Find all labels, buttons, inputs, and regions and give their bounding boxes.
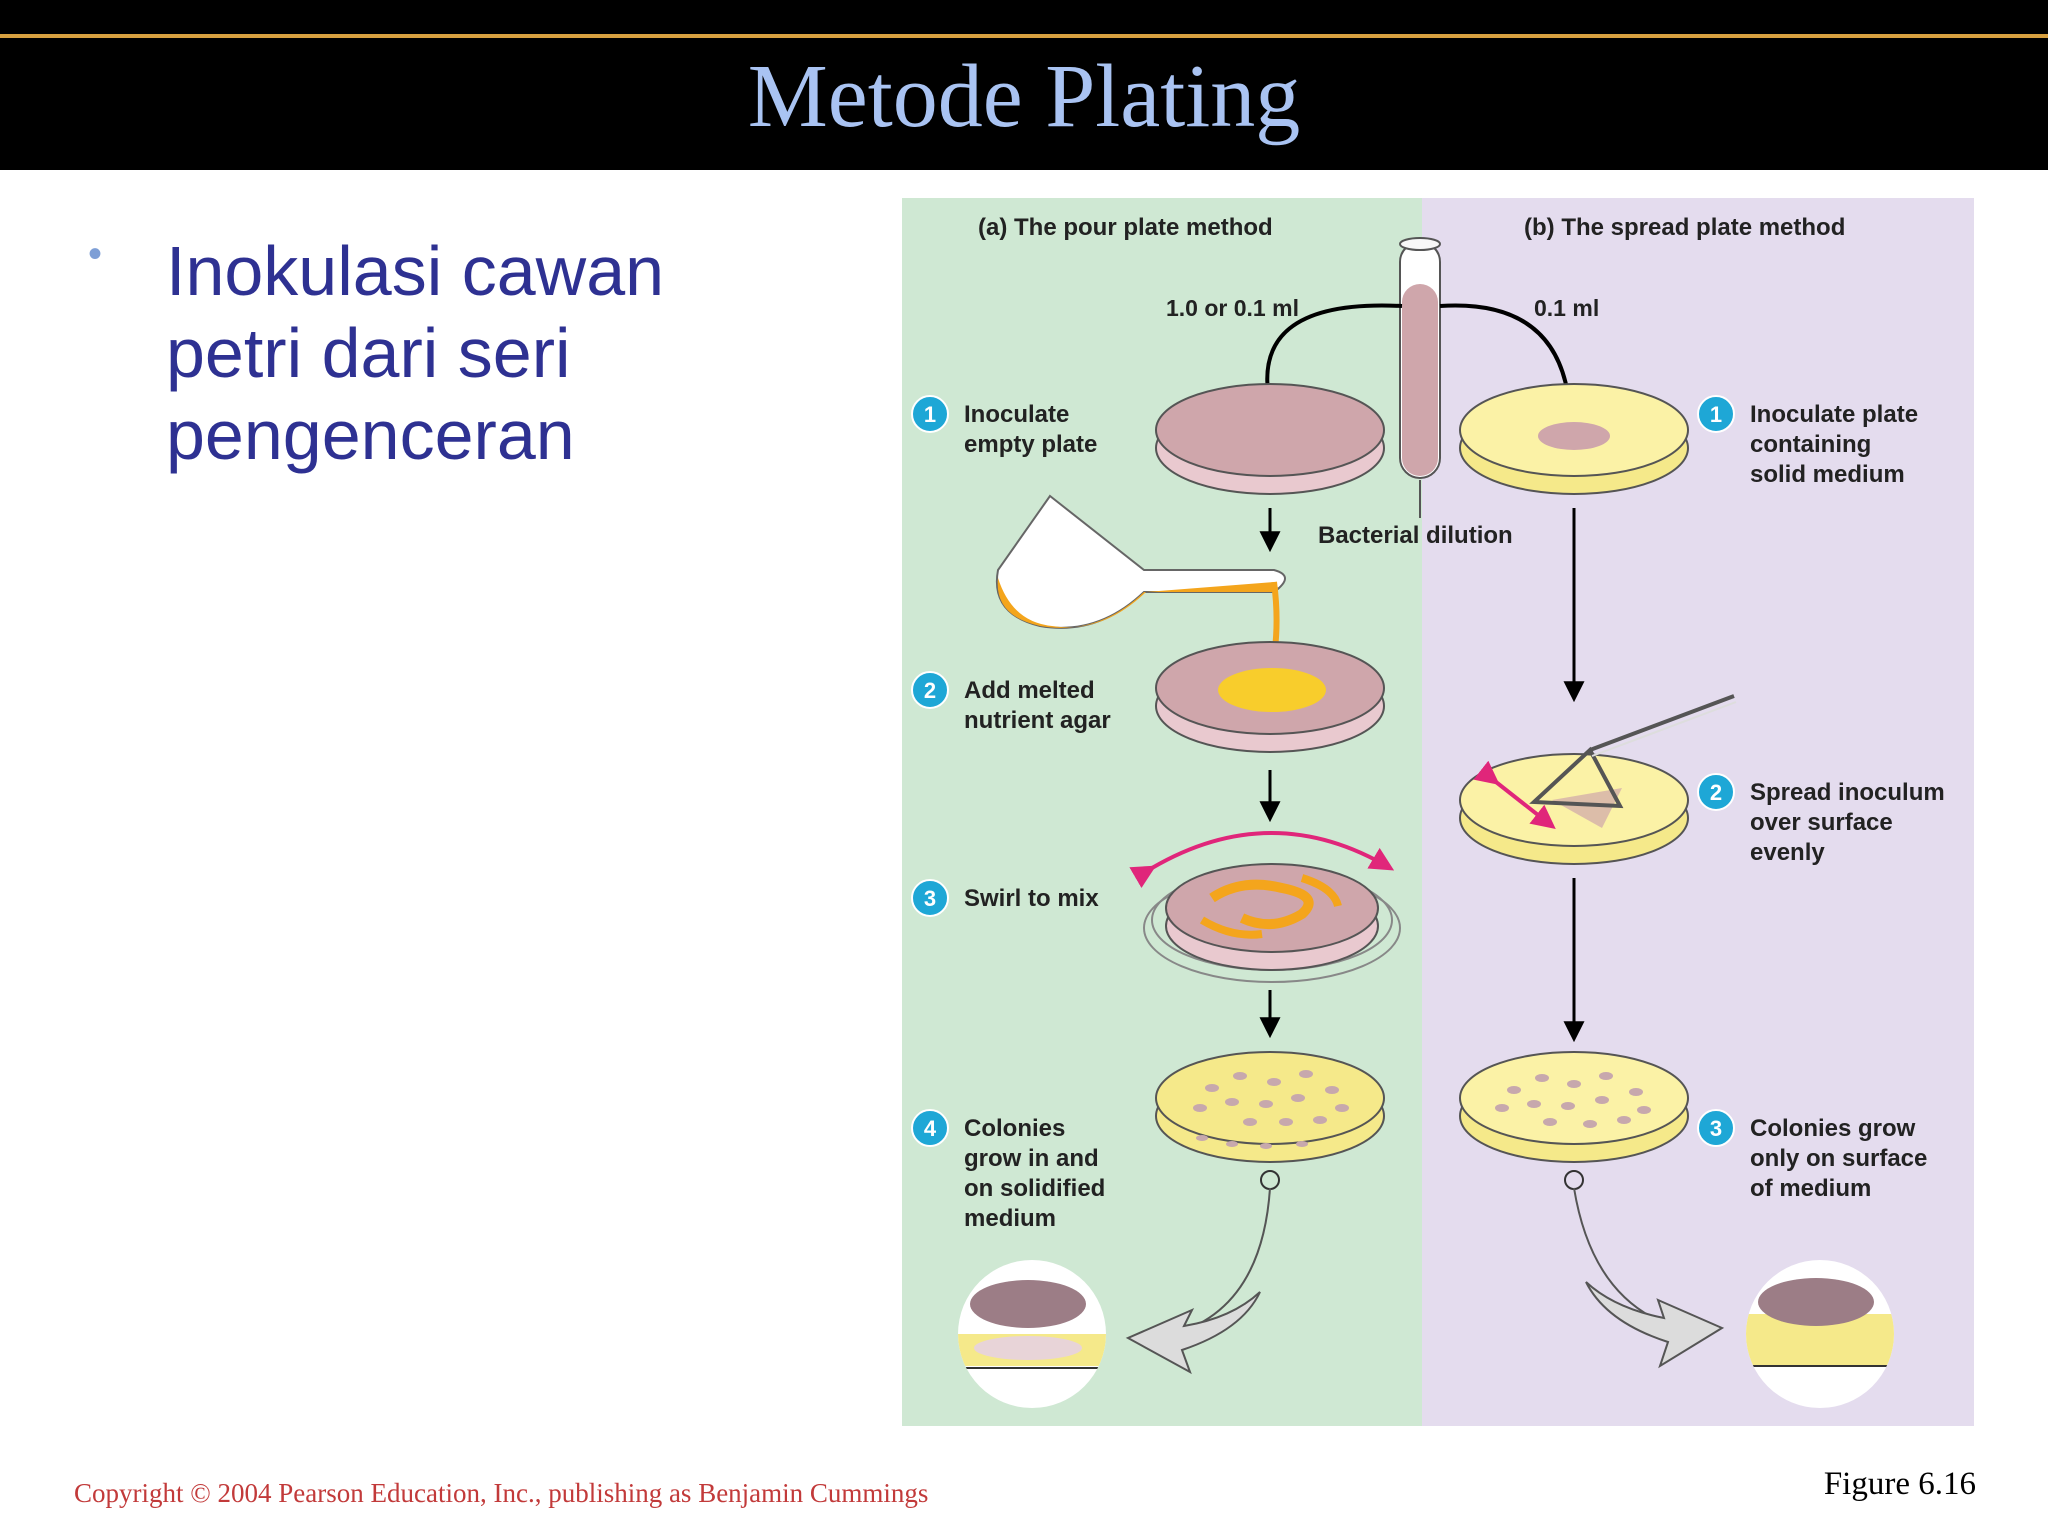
svg-text:3: 3 — [1710, 1116, 1722, 1141]
figure-number: Figure 6.16 — [1823, 1466, 1976, 1502]
spread-title: (b) The spread plate method — [1524, 214, 1845, 241]
pour-step-3-badge: 3 — [911, 879, 949, 917]
plating-figure: (a) The pour plate method (b) The spread… — [902, 198, 1974, 1426]
pour-step-1-badge: 1 — [911, 395, 949, 433]
pour-panel-bg — [902, 198, 1422, 1426]
spread-volume-label: 0.1 ml — [1534, 295, 1599, 321]
spread-zoom-detail — [1746, 1260, 1894, 1408]
spread-step-1-badge: 1 — [1697, 395, 1735, 433]
title-rule — [0, 34, 2048, 38]
pour-plate-inoculated — [1155, 383, 1385, 495]
pour-zoom-detail — [958, 1260, 1106, 1408]
pour-step-4-text: Colonies grow in and on solidified mediu… — [964, 1115, 1112, 1232]
plating-diagram: (a) The pour plate method (b) The spread… — [902, 198, 1974, 1426]
copyright-footer: Copyright © 2004 Pearson Education, Inc.… — [74, 1478, 929, 1508]
svg-text:2: 2 — [924, 678, 936, 703]
pour-step-4-badge: 4 — [911, 1109, 949, 1147]
spread-plate-spreading — [1459, 753, 1689, 865]
dilution-tube — [1399, 237, 1441, 518]
pour-step-3-text: Swirl to mix — [964, 885, 1099, 912]
glass-spreader — [1529, 694, 1737, 809]
bullet-dot: • — [88, 232, 103, 276]
svg-text:1: 1 — [924, 402, 936, 427]
bullet-text: Inokulasi cawan petri dari seri pengence… — [166, 232, 665, 474]
pour-step-2-text: Add melted nutrient agar — [964, 677, 1111, 734]
spread-step-3-badge: 3 — [1697, 1109, 1735, 1147]
pour-zoom-arrow — [1125, 1291, 1261, 1375]
pour-plate-swirl — [1129, 831, 1401, 983]
pour-plate-colonies — [1155, 1051, 1385, 1190]
spread-plate-colonies — [1459, 1051, 1689, 1190]
slide-title: Metode Plating — [747, 47, 1301, 146]
spread-zoom-arrow — [1585, 1281, 1725, 1369]
spread-plate-inoculated — [1459, 383, 1689, 495]
svg-text:1: 1 — [1710, 402, 1722, 427]
svg-text:3: 3 — [924, 886, 936, 911]
pour-step-1-text: Inoculate empty plate — [964, 401, 1097, 458]
svg-text:4: 4 — [924, 1116, 937, 1141]
pour-step-2-badge: 2 — [911, 671, 949, 709]
svg-text:2: 2 — [1710, 780, 1722, 805]
pour-volume-label: 1.0 or 0.1 ml — [1166, 295, 1299, 321]
spread-step-3-text: Colonies grow only on surface of medium — [1750, 1115, 1934, 1202]
spread-step-2-text: Spread inoculum over surface evenly — [1750, 779, 1951, 866]
title-bar: Metode Plating — [0, 0, 2048, 170]
spread-step-1-text: Inoculate plate containing solid medium — [1750, 401, 1925, 488]
bacterial-dilution-label: Bacterial dilution — [1318, 522, 1513, 549]
pour-plate-agar — [1155, 641, 1385, 753]
pour-title: (a) The pour plate method — [978, 214, 1273, 241]
spread-step-2-badge: 2 — [1697, 773, 1735, 811]
